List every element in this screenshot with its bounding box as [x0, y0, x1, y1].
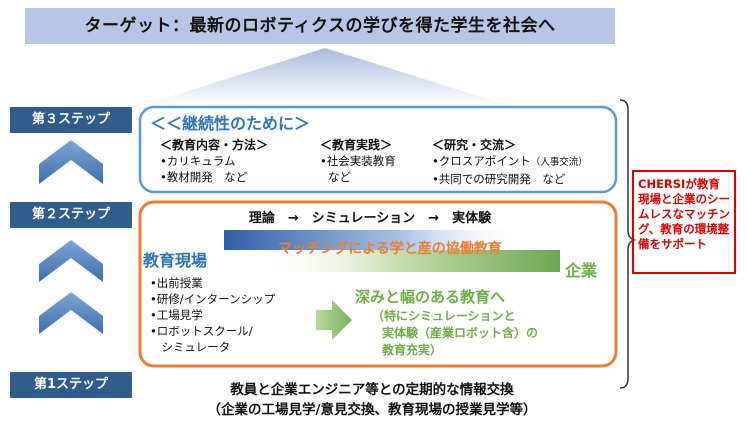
flow-text: 理論 → シミュレーション → 実体験: [248, 211, 492, 226]
result-line: （特にシミュレーションと: [372, 309, 516, 323]
step1-badge: 第1ステップ: [10, 372, 132, 398]
list-item: •出前授業: [150, 276, 203, 290]
result-subtitle: （特にシミュレーションと 実体験（産業ロボット含）の 教育充実）: [372, 308, 538, 359]
column-header: ＜教育実践＞: [320, 138, 393, 152]
result-title: 深みと幅のある教育へ: [355, 288, 506, 306]
step3-column-education: ＜教育内容・方法＞ •カリキュラム •教材開発 など: [160, 136, 268, 185]
list-item: •ロボットスクール/: [150, 324, 253, 338]
list-item: •クロスアポイント（人事交流）: [432, 153, 588, 171]
column-header: ＜研究・交流＞: [432, 138, 517, 152]
education-site-label: 教育現場: [143, 251, 208, 270]
list-item: シミュレータ: [150, 340, 231, 354]
list-item-text: •クロスアポイント: [432, 154, 531, 168]
step2-badge: 第２ステップ: [10, 202, 132, 228]
target-title: ターゲット：最新のロボティクスの学びを得た学生を社会へ: [84, 16, 556, 36]
step3-column-practice: ＜教育実践＞ •社会実装教育 など: [320, 136, 396, 185]
list-item-note: （人事交流）: [530, 157, 588, 168]
result-line: 教育充実）: [382, 343, 443, 357]
list-item: •カリキュラム: [160, 154, 236, 168]
right-bracket: [619, 99, 637, 389]
list-item: •研修/インターンシップ: [150, 292, 276, 306]
green-gradient-bar: [260, 250, 560, 272]
education-site-list: •出前授業 •研修/インターンシップ •工場見学 •ロボットスクール/ シミュレ…: [150, 275, 275, 355]
list-item: •工場見学: [150, 308, 203, 322]
big-up-arrow: [25, 8, 615, 108]
chevron-up-icon: [39, 292, 103, 334]
matching-label: マッチングによる学と産の協働教育: [278, 241, 502, 257]
chevron-up-icon: [39, 240, 103, 282]
company-label: 企業: [565, 261, 598, 280]
list-item: •社会実装教育: [320, 154, 396, 168]
step1-text-line2: （企業の工場見学/意見交換、教育現場の授業見学等）: [207, 402, 537, 418]
right-arrow-icon: [316, 300, 352, 340]
step3-badge: 第３ステップ: [10, 107, 132, 133]
list-item: など: [328, 170, 351, 184]
chevron-up-icon: [39, 140, 103, 184]
step3-column-research: ＜研究・交流＞ •クロスアポイント（人事交流） •共同での研究開発 など: [432, 136, 588, 187]
chersi-support-note: CHERSIが教育現場と企業のシームレスなマッチング、教育の環境整備をサポート: [632, 170, 736, 274]
list-item: •教材開発 など: [160, 170, 248, 184]
step3-title: ＜＜継続性のために＞: [150, 114, 311, 133]
list-item: •共同での研究開発 など: [432, 172, 566, 186]
result-line: 実体験（産業ロボット含）の: [382, 326, 539, 340]
column-header: ＜教育内容・方法＞: [160, 138, 269, 152]
blue-gradient-bar: [224, 230, 524, 250]
step1-text-line1: 教員と企業エンジニア等との定期的な情報交換: [230, 382, 514, 398]
step3-box: [138, 105, 618, 194]
